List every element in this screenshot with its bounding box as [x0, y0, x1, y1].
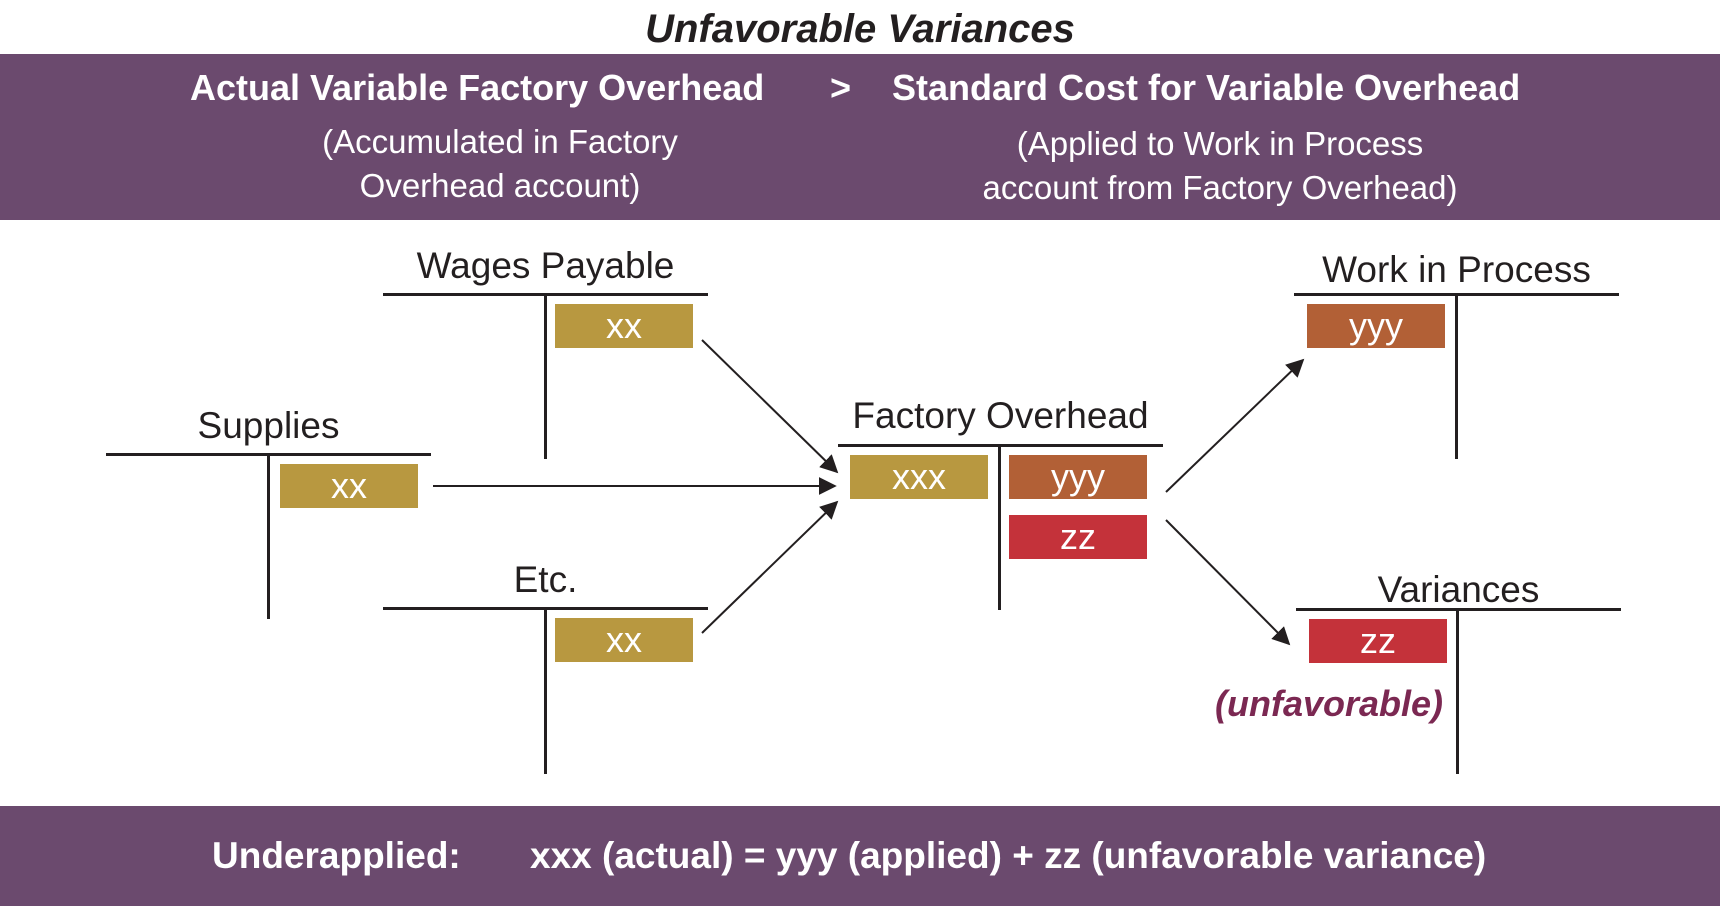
account-title-wages-payable: Wages Payable	[416, 245, 675, 286]
supplies-entry: xx	[280, 464, 418, 508]
actual-overhead-note-line1: (Accumulated in Factory	[322, 123, 678, 160]
factory-overhead-actual-entry: xxx	[850, 455, 988, 499]
actual-overhead-heading: Actual Variable Factory Overhead	[190, 67, 765, 108]
t-account-divider	[544, 293, 547, 459]
standard-cost-note-line2: account from Factory Overhead)	[982, 169, 1458, 206]
underapplied-label: Underapplied:	[212, 835, 461, 876]
diagram-title: Unfavorable Variances	[645, 7, 1075, 51]
actual-overhead-note-line2: Overhead account)	[359, 167, 641, 204]
unfavorable-note: (unfavorable)	[1215, 683, 1444, 724]
account-title-etc: Etc.	[513, 559, 578, 600]
t-account-divider	[1456, 608, 1459, 774]
account-title-variances: Variances	[1377, 569, 1540, 610]
greater-than-sign: >	[830, 67, 852, 108]
factory-overhead-variance-entry: zz	[1009, 515, 1147, 559]
t-account-divider	[544, 607, 547, 774]
arrow-overhead-to-wip	[1165, 358, 1305, 493]
standard-cost-note-line1: (Applied to Work in Process	[1016, 125, 1424, 162]
etc-entry: xx	[555, 618, 693, 662]
variances-entry: zz	[1309, 619, 1447, 663]
arrow-wages-to-overhead	[701, 339, 839, 474]
underapplied-equation: xxx (actual) = yyy (applied) + zz (unfav…	[530, 835, 1487, 876]
account-title-supplies: Supplies	[197, 405, 340, 446]
arrow-etc-to-overhead	[701, 500, 839, 634]
arrow-overhead-to-variances	[1165, 519, 1291, 646]
t-account-divider	[1455, 293, 1458, 459]
t-account-divider	[998, 444, 1001, 610]
work-in-process-entry: yyy	[1307, 304, 1445, 348]
wages-payable-entry: xx	[555, 304, 693, 348]
comparison-header: Actual Variable Factory Overhead > Stand…	[0, 54, 1720, 220]
factory-overhead-applied-entry: yyy	[1009, 455, 1147, 499]
standard-cost-heading: Standard Cost for Variable Overhead	[892, 67, 1521, 108]
underapplied-summary: Underapplied: xxx (actual) = yyy (applie…	[0, 806, 1720, 906]
t-account-divider	[267, 453, 270, 619]
account-title-work-in-process: Work in Process	[1322, 249, 1591, 290]
account-title-factory-overhead: Factory Overhead	[852, 395, 1149, 436]
